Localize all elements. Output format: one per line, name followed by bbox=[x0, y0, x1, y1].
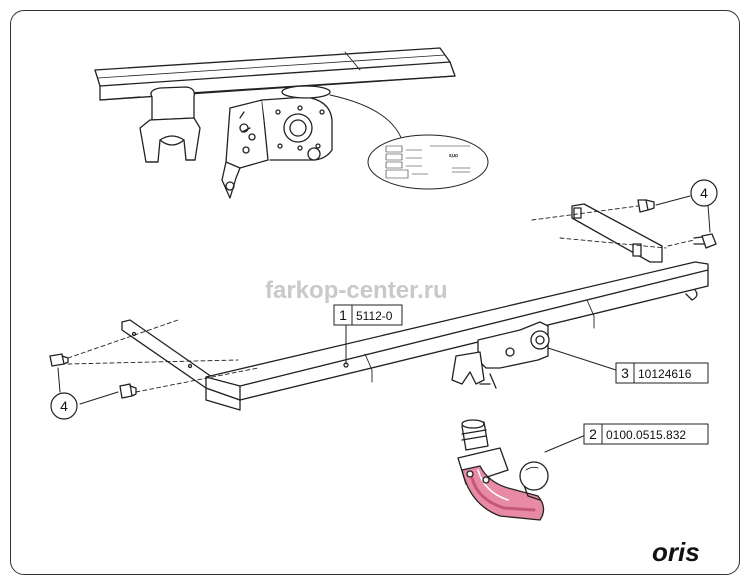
callout-leaders bbox=[57, 195, 711, 453]
drawing-frame bbox=[10, 10, 740, 575]
rubber-mount bbox=[139, 86, 201, 163]
part-code-1: 5112-0 bbox=[356, 309, 393, 323]
tow-ball-hook bbox=[457, 419, 549, 521]
label-plate-brand: oris bbox=[449, 152, 458, 158]
callout-box-2 bbox=[583, 423, 709, 445]
bolt-left-top bbox=[49, 353, 69, 367]
watermark: farkop-center.ru bbox=[265, 277, 448, 304]
callout-number-3: 3 bbox=[621, 365, 629, 381]
main-crossbar bbox=[121, 203, 709, 411]
hitch-socket-mount bbox=[451, 321, 550, 389]
callout-circle-4-right bbox=[690, 179, 718, 207]
callout-number-2: 2 bbox=[589, 426, 597, 442]
sticker-oval bbox=[281, 85, 403, 141]
chassis-rail-detail bbox=[94, 47, 456, 101]
bolt-callout-right: 4 bbox=[700, 185, 708, 201]
callout-box-3 bbox=[615, 362, 709, 384]
callout-number-1: 1 bbox=[339, 307, 347, 323]
bolt-left-bottom bbox=[119, 383, 137, 399]
bolt-right-bottom bbox=[693, 233, 717, 249]
bolt-right-top bbox=[637, 199, 655, 213]
label-plate bbox=[367, 134, 489, 190]
part-code-3: 10124616 bbox=[638, 367, 692, 381]
part-code-2: 0100.0515.832 bbox=[606, 428, 686, 442]
brand-logo: oris bbox=[652, 537, 700, 567]
alignment-lines bbox=[67, 205, 695, 393]
mounting-bracket bbox=[221, 96, 333, 199]
callout-box-1 bbox=[333, 304, 403, 326]
callout-circle-4-left bbox=[50, 392, 78, 420]
bolt-callout-left: 4 bbox=[60, 398, 68, 414]
